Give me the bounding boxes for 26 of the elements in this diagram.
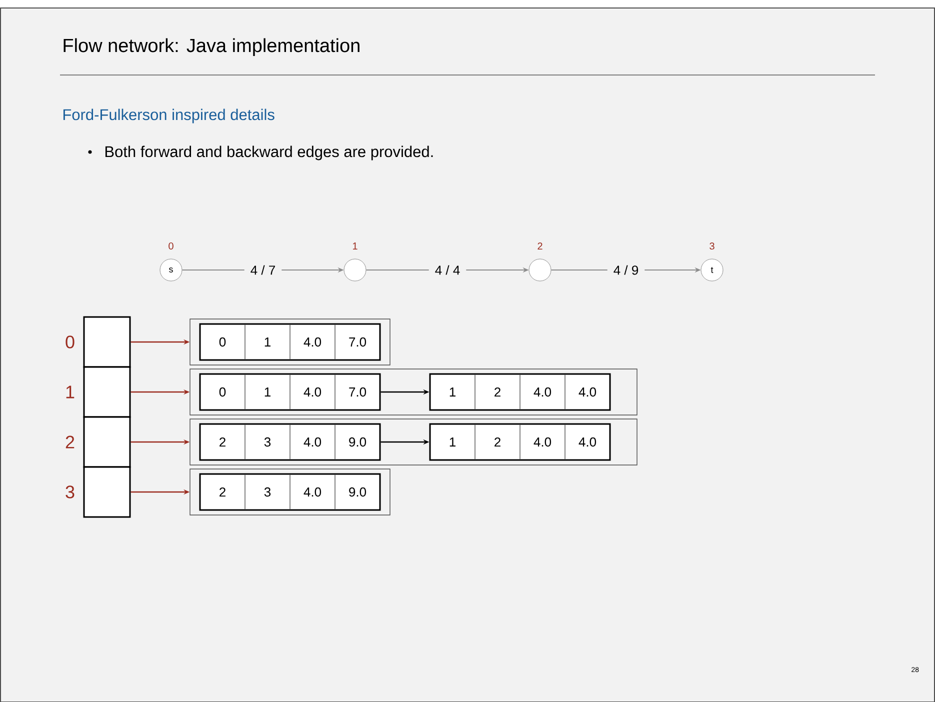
title: Flow network: Java implementation [64, 38, 360, 56]
array-cell [83, 466, 131, 518]
array-cell [83, 316, 131, 368]
edge-record: 2 3 4.0 9.0 [199, 473, 381, 511]
array-cell [83, 366, 131, 418]
edge-record: 1 2 4.0 4.0 [429, 373, 611, 411]
vertex-index: 0 [168, 242, 174, 250]
array-index: 2 [66, 436, 74, 448]
vertex-circle [528, 258, 552, 282]
vertex-index: 1 [353, 242, 358, 250]
vertex-index: 2 [538, 242, 542, 250]
array-index: 1 [66, 386, 74, 398]
array-index: 3 [66, 486, 74, 498]
array-index: 0 [66, 336, 74, 348]
edge-label: 4 / 4 [428, 263, 466, 277]
edge-record: 0 1 4.0 7.0 [199, 373, 381, 411]
vertex-circle [344, 258, 366, 282]
vertex-index: 3 [710, 242, 714, 250]
edge-label: 4 / 9 [607, 263, 645, 277]
edge-record: 1 2 4.0 4.0 [429, 423, 611, 461]
edge-record: 0 1 4.0 7.0 [199, 323, 381, 361]
edge-label: 4 / 7 [244, 263, 282, 277]
edge-record: 2 3 4.0 9.0 [199, 423, 381, 461]
subtitle: Ford-Fulkerson inspired details [63, 108, 274, 124]
bullet-text: Both forward and backward edges are provided. [105, 146, 433, 160]
array-cell [83, 416, 131, 468]
